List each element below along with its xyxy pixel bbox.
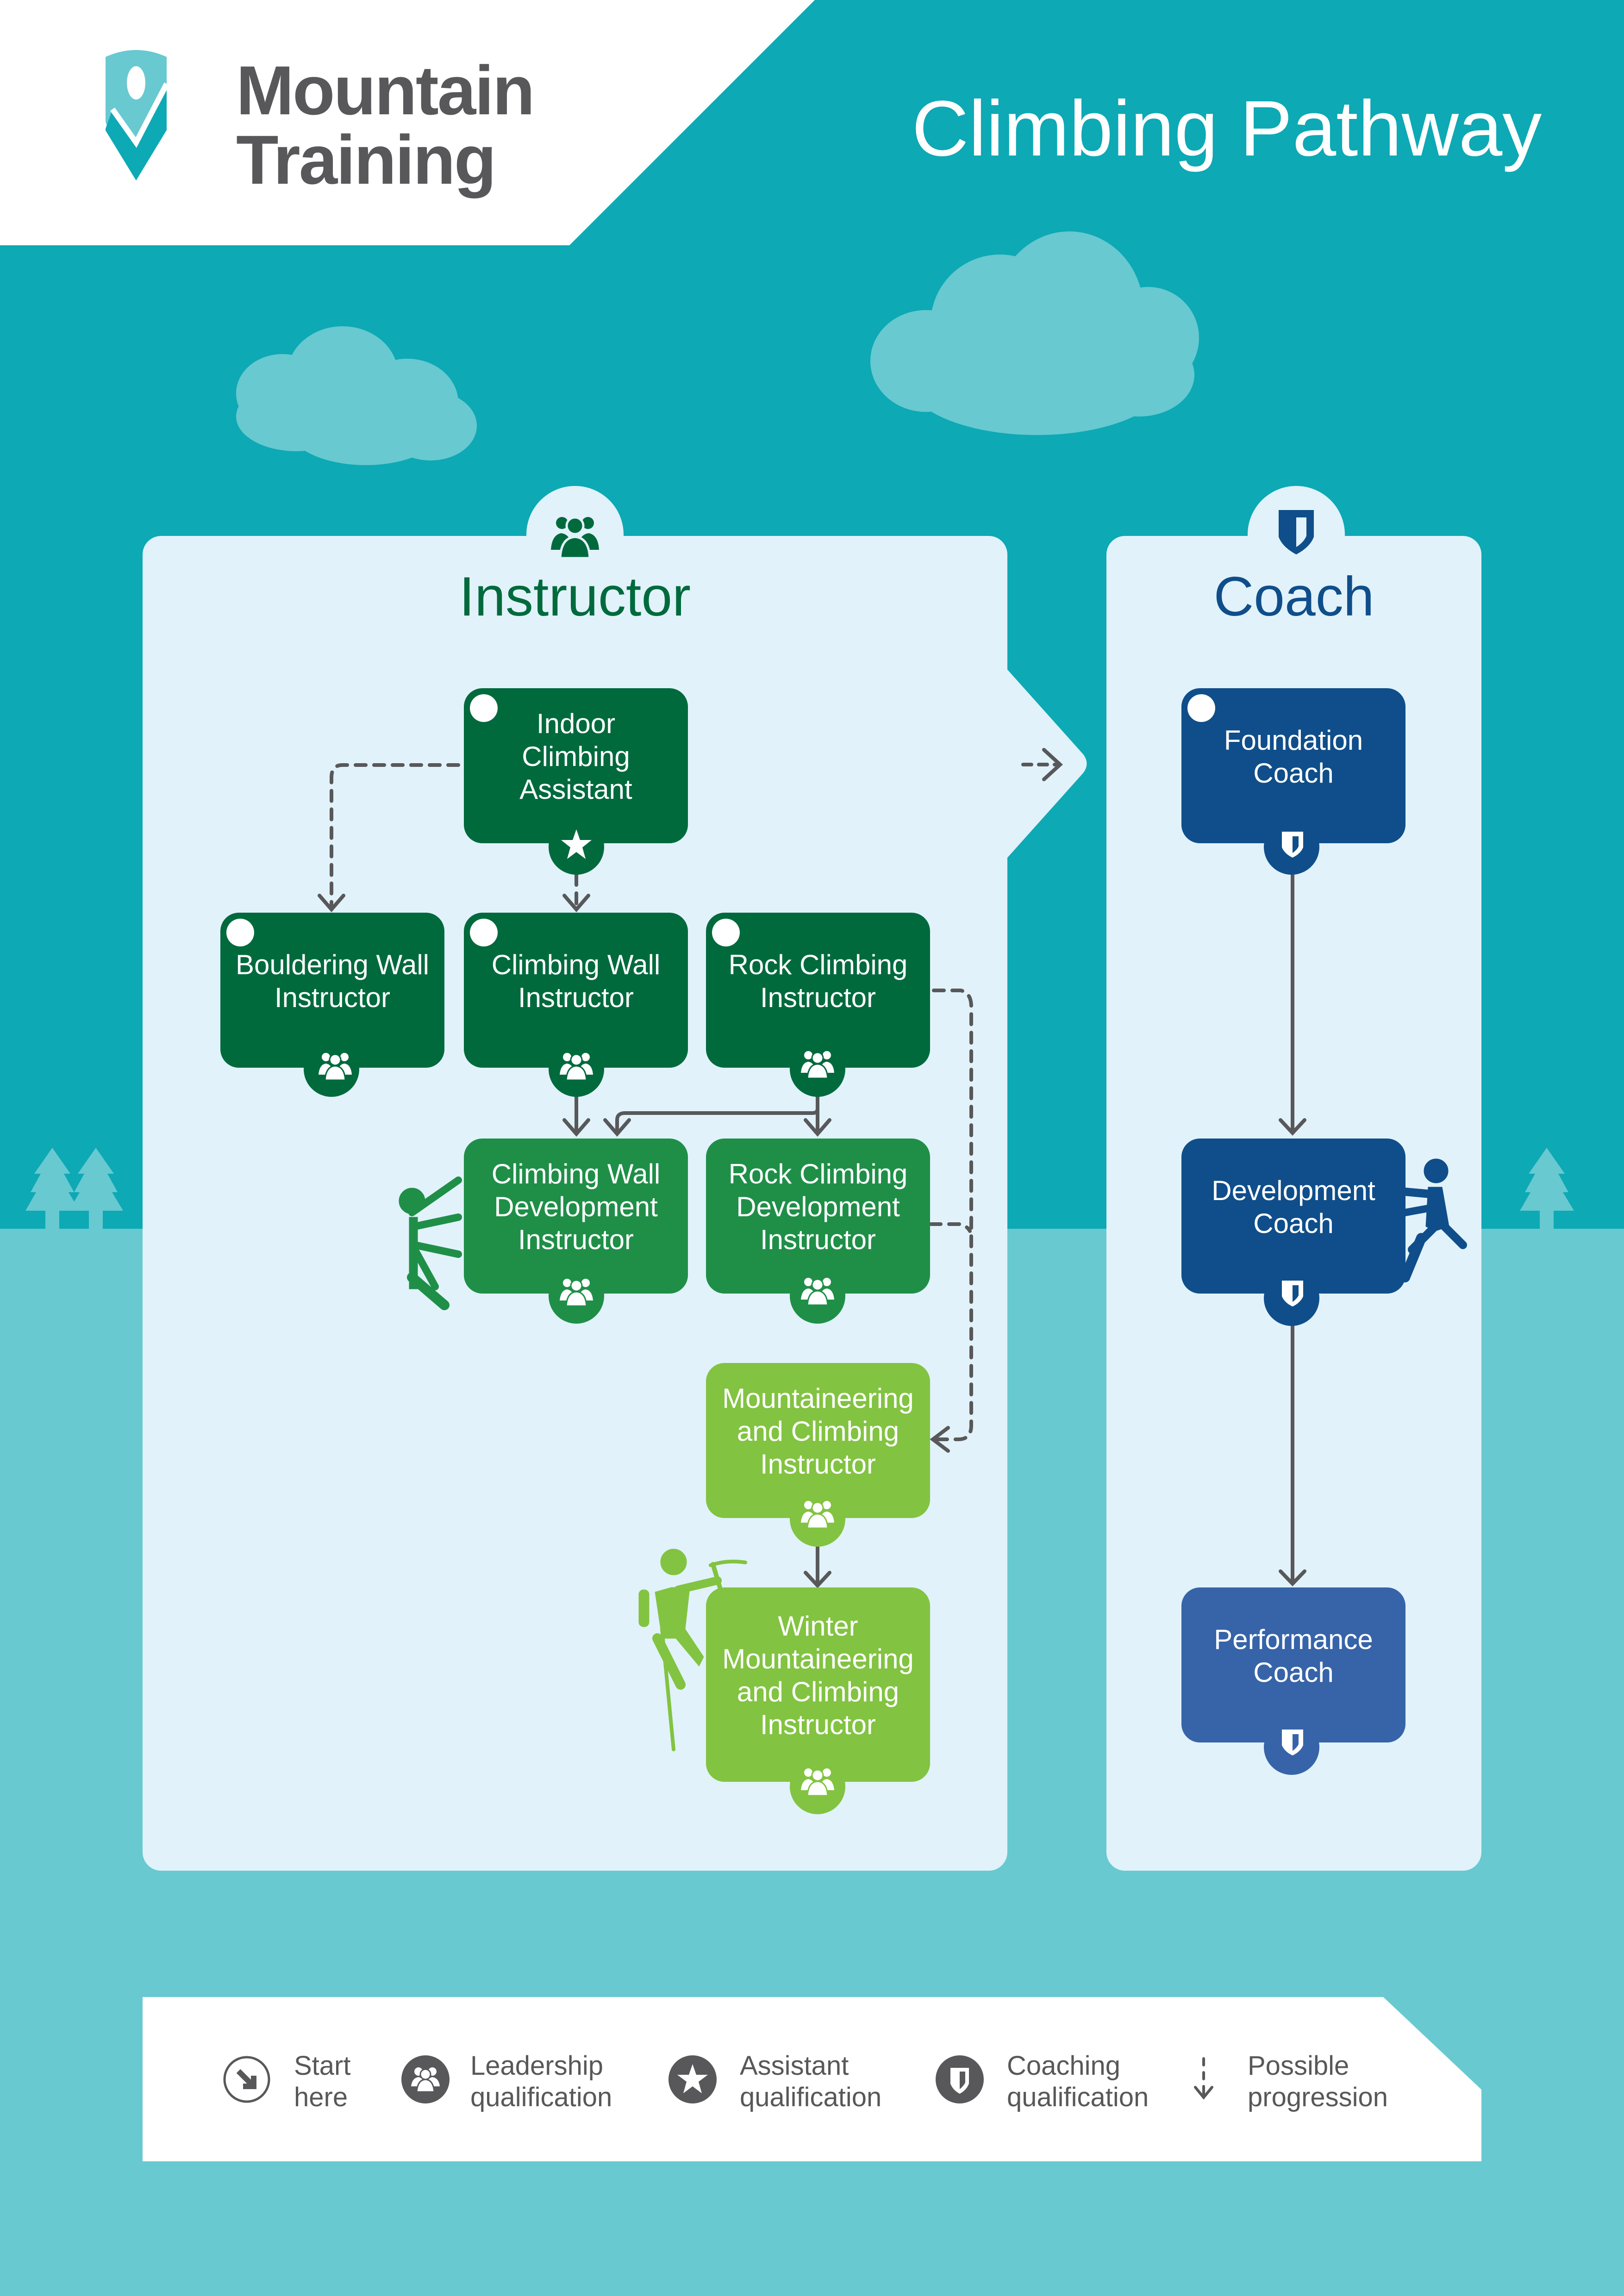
arrowhead [804,1571,831,1588]
arrowhead [603,1118,631,1137]
node-bouldering-wall-instructor[interactable]: Bouldering Wall Instructor [220,913,444,1068]
start-here-icon [712,919,740,946]
shield-icon [1282,832,1303,858]
node-climbing-wall-instructor[interactable]: Climbing Wall Instructor [464,913,688,1068]
node-mountaineering-and-climbing-instructor[interactable]: Mountaineering and Climbing Instructor [706,1363,930,1518]
node-label: Climbing Wall Instructor [491,949,661,1013]
legend-label: Leadership qualification [470,2051,612,2112]
start-here-icon [470,694,498,722]
cloud-right [870,231,1199,435]
brand-wordmark: Mountain Training [236,51,535,199]
mountain-training-logo-icon [106,50,169,180]
shield-icon [1282,1281,1303,1307]
arrowhead [1279,1118,1306,1136]
start-here-icon [1187,694,1215,722]
node-label: Bouldering Wall Instructor [236,949,429,1013]
climber-figure-winter [638,1549,747,1751]
legend-label: Possible progression [1248,2051,1388,2112]
climber-figure-green [399,1176,462,1310]
arrowhead [930,1426,950,1453]
tree-right [1520,1148,1574,1229]
shield-icon [1279,510,1314,554]
edge-rcdi-mci [929,1222,972,1233]
node-foundation-coach[interactable]: Foundation Coach [1181,688,1405,843]
node-label: Rock Climbing Instructor [728,949,908,1013]
group-icon [319,1053,352,1081]
trees-left [25,1148,123,1229]
cloud-left [236,326,477,465]
node-rock-climbing-development-instructor[interactable]: Rock Climbing Development Instructor [706,1139,930,1294]
shield-icon [1282,1730,1303,1755]
edge-rci-mci [932,989,973,1441]
arrowhead [1042,748,1063,781]
group-icon [801,1768,834,1797]
node-label: Development Coach [1212,1175,1375,1239]
coach-title: Coach [1213,566,1374,628]
brand-line-2: Training [236,121,496,199]
star-icon [668,2055,717,2103]
climber-figure-blue [1400,1158,1467,1282]
start-here-icon [470,919,498,946]
legend-label: Coaching qualification [1007,2051,1149,2112]
node-label: Climbing Wall Development Instructor [491,1158,661,1255]
start-here-icon [226,919,254,946]
legend-label: Assistant qualification [740,2051,882,2112]
node-label: Performance Coach [1214,1624,1373,1688]
group-icon [801,1278,834,1306]
star-icon [561,829,592,859]
group-icon [801,1051,834,1079]
start-here-icon [223,2056,270,2103]
node-label: Foundation Coach [1224,724,1363,789]
page-title: Climbing Pathway [912,85,1542,173]
node-climbing-wall-development-instructor[interactable]: Climbing Wall Development Instructor [464,1139,688,1294]
instructor-title: Instructor [459,566,691,628]
node-winter-mountaineering-and-climbing-instructor[interactable]: Winter Mountaineering and Climbing Instr… [706,1587,930,1782]
group-icon [560,1279,593,1307]
node-performance-coach[interactable]: Performance Coach [1181,1587,1405,1742]
arrowhead [1279,1569,1306,1587]
node-development-coach[interactable]: Development Coach [1181,1139,1405,1294]
shield-icon [936,2055,984,2103]
node-indoor-climbing-assistant[interactable]: Indoor Climbing Assistant [464,688,688,843]
edge-rci-cwdi [615,1083,819,1132]
group-icon [560,1053,593,1081]
arrowhead [318,894,345,913]
legend-label: Start here [294,2051,351,2112]
group-icon [551,516,599,560]
node-rock-climbing-instructor[interactable]: Rock Climbing Instructor [706,913,930,1068]
dashed-arrow-down-icon [1194,2057,1213,2100]
group-icon [801,1501,834,1529]
edge-ica-bwi [330,763,460,907]
node-label: Indoor Climbing Assistant [519,708,632,805]
legend [143,1997,1481,2161]
node-label: Mountaineering and Climbing Instructor [722,1383,914,1480]
node-label: Rock Climbing Development Instructor [728,1158,908,1255]
arrowhead [562,1118,590,1137]
group-icon [401,2055,450,2103]
arrowhead [804,1118,831,1137]
node-label: Winter Mountaineering and Climbing Instr… [722,1611,914,1740]
brand-line-1: Mountain [236,51,535,129]
arrowhead [562,894,590,913]
